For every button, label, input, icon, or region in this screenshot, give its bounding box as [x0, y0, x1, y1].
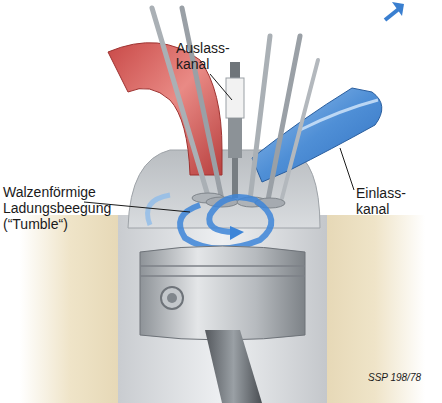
figure-reference: SSP 198/78 — [368, 372, 421, 384]
part-label: Walzenförmige Ladungsbeegung (“Tumble“) — [3, 184, 115, 232]
part-label: Auslass- kanal — [176, 40, 238, 72]
part-label: Einlass- kanal — [356, 185, 418, 217]
